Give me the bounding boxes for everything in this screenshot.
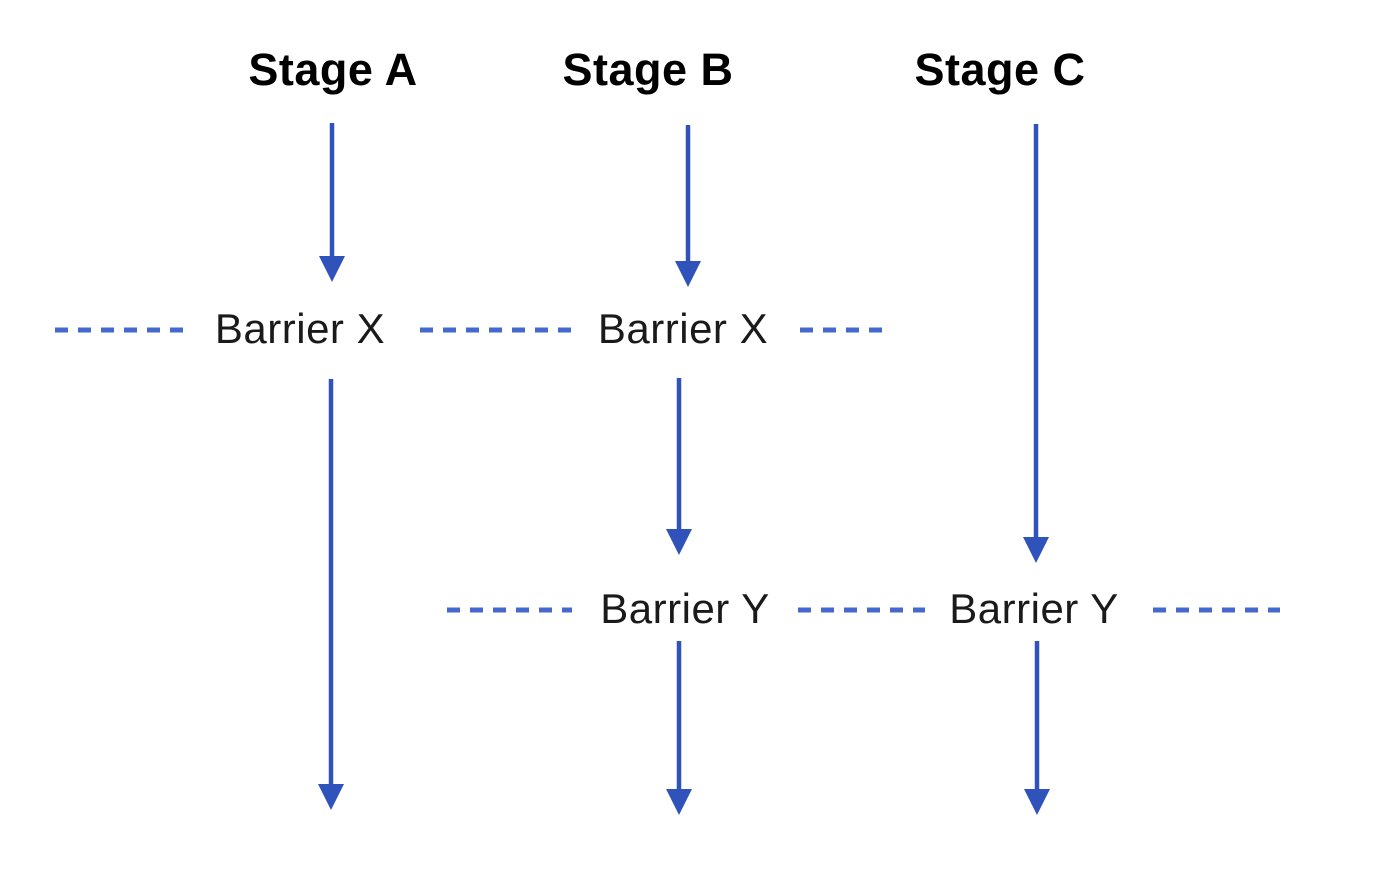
stage-c-heading: Stage C [914, 44, 1086, 95]
barrier-x-label-stage-b: Barrier X [597, 305, 769, 352]
barrier-x-label-stage-a: Barrier X [214, 305, 386, 352]
stage-b-heading: Stage B [562, 44, 734, 95]
stage-a-down-arrow-icon-1 [319, 123, 345, 282]
barrier-y-label-stage-b: Barrier Y [600, 585, 770, 632]
stage-c-down-arrow-icon-1 [1023, 124, 1049, 563]
stage-c-down-arrow-icon-2 [1024, 641, 1050, 815]
stage-a-down-arrow-icon-2 [318, 379, 344, 810]
stage-b-down-arrow-icon-1 [675, 125, 701, 287]
stage-b-down-arrow-icon-3 [666, 641, 692, 815]
stage-b-down-arrow-icon-2 [666, 378, 692, 555]
barrier-y-label-stage-c: Barrier Y [949, 585, 1119, 632]
stage-a-heading: Stage A [248, 44, 418, 95]
